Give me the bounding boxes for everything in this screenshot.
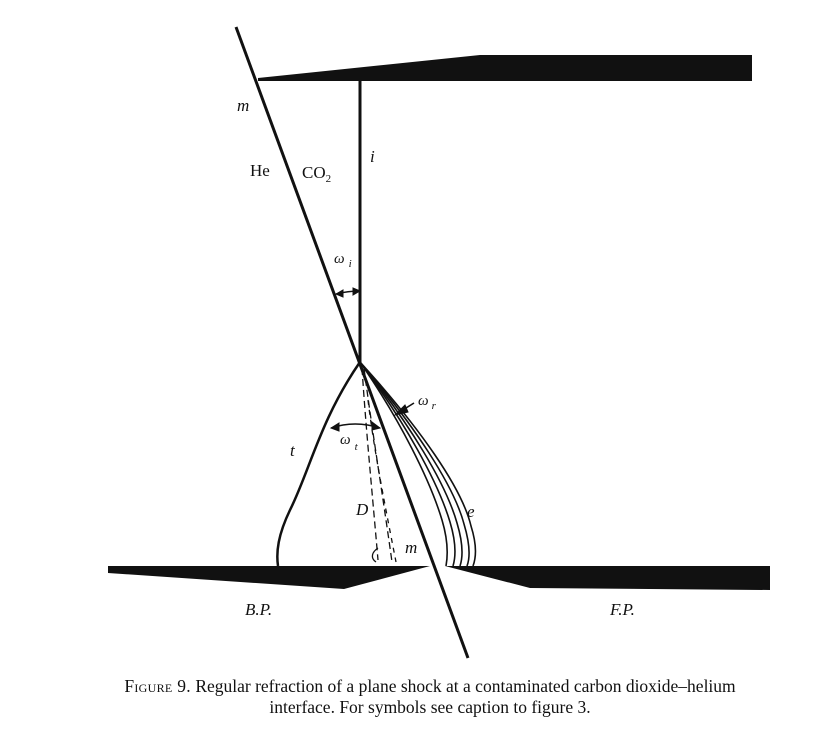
bottom-left-plate (108, 566, 430, 589)
caption-figure-number: Figure 9. (124, 676, 191, 696)
label-bp: B.P. (245, 600, 272, 619)
label-he: He (250, 161, 270, 180)
label-omega-i-sub: i (349, 258, 352, 270)
label-co2: CO2 (302, 163, 331, 185)
top-wall (258, 55, 752, 81)
transmitted-shock-t (276, 361, 362, 567)
expansion-fan-e (359, 361, 477, 567)
contaminated-region-d (361, 367, 397, 563)
label-d: D (355, 500, 369, 519)
label-i: i (370, 147, 375, 166)
label-m-bottom: m (405, 538, 417, 557)
caption-text: Regular refraction of a plane shock at a… (195, 676, 736, 717)
omega-i-arc (334, 287, 362, 298)
bottom-right-plate (445, 566, 770, 590)
label-co2-sub: 2 (326, 173, 332, 185)
interface-line-m (234, 26, 470, 659)
omega-r-arrow (393, 402, 415, 416)
label-omega-t-sub: t (355, 441, 359, 453)
omega-t-arc (329, 421, 382, 432)
label-t: t (290, 441, 296, 460)
label-m-top: m (237, 96, 249, 115)
label-omega-r-sub: r (432, 400, 437, 412)
figure-caption: Figure 9. Regular refraction of a plane … (90, 676, 770, 718)
label-fp: F.P. (609, 600, 635, 619)
label-e: e (467, 502, 475, 521)
